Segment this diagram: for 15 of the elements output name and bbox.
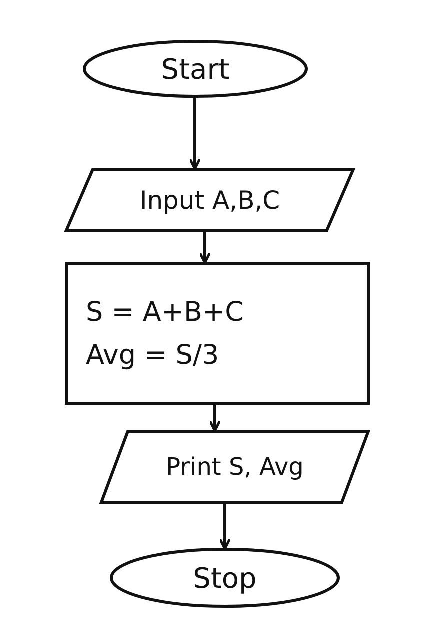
node-text: Input A,B,C	[140, 186, 280, 214]
input-output-parallelogram	[100, 430, 370, 504]
arrow	[208, 405, 222, 432]
input-output-parallelogram	[65, 168, 355, 232]
node-text: Print S, Avg	[166, 453, 304, 481]
node-text: Start	[161, 52, 230, 86]
node-text: Avg = S/3	[86, 340, 220, 370]
arrow	[218, 504, 232, 550]
node-text: Stop	[193, 562, 257, 594]
node-text: S = A+B+C	[86, 296, 244, 328]
process-box	[65, 262, 370, 405]
arrow	[188, 98, 202, 170]
arrow	[198, 232, 212, 264]
terminal-oval	[83, 40, 308, 98]
terminal-oval	[110, 548, 340, 608]
